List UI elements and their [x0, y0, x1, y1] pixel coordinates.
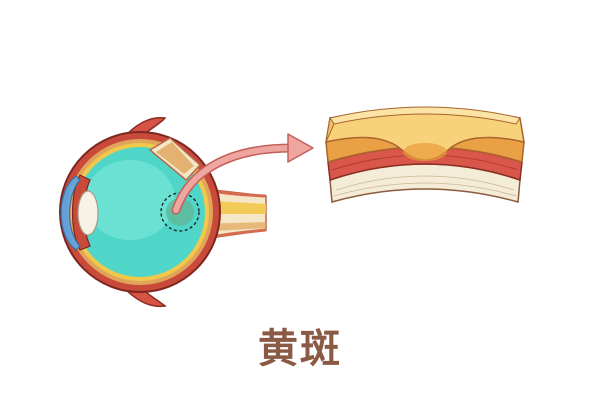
vitreous-highlight	[85, 160, 175, 240]
eye-cross-section	[59, 116, 267, 308]
cornea	[60, 175, 81, 251]
pointer-arrow	[171, 133, 314, 215]
lens	[77, 190, 99, 236]
caption-title: 黄斑	[258, 325, 342, 372]
macula-tissue-section	[325, 106, 525, 203]
arrow-head	[287, 133, 314, 163]
fovea-pit	[403, 143, 447, 161]
tissue-top-surface	[329, 106, 521, 125]
